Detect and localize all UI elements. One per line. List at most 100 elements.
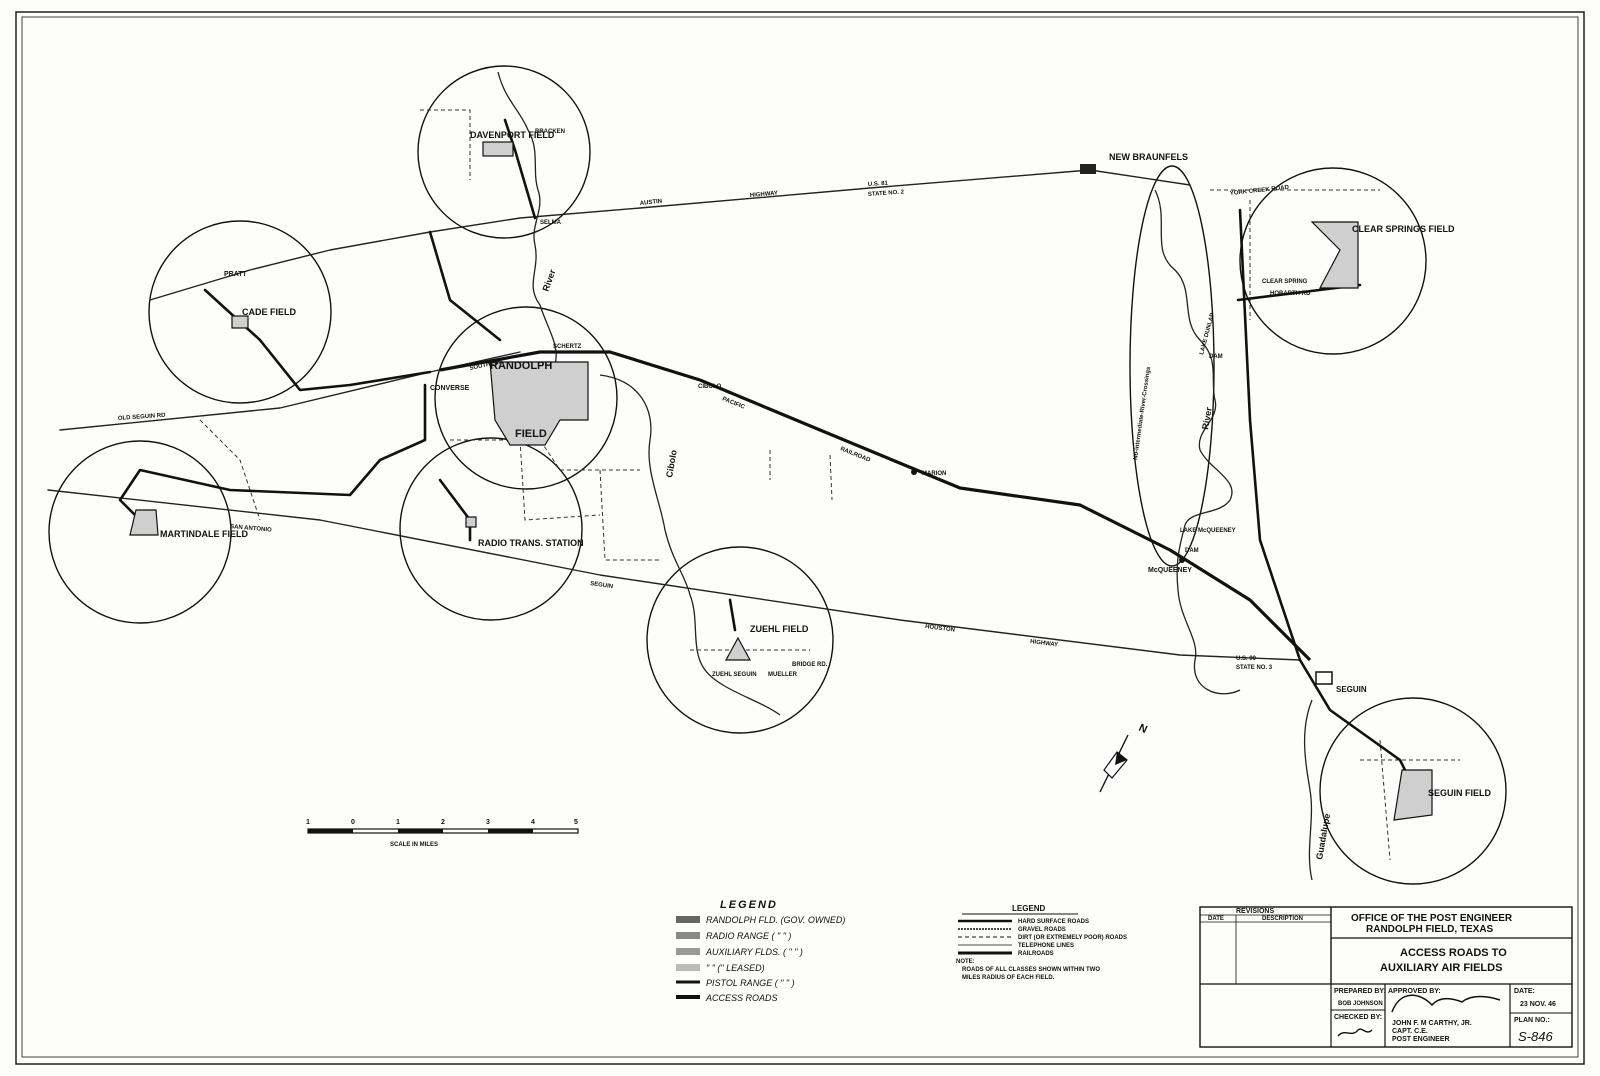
legend-gravel: GRAVEL ROADS [1018,927,1066,933]
legend-item-auxiliary: AUXILIARY FLDS. ( " " ) [705,947,803,957]
seguin-radius [1319,697,1507,885]
selma-randolph-road [428,230,502,342]
office-line-1: OFFICE OF THE POST ENGINEER [1351,913,1513,924]
seguin-town-label: SEGUIN [1336,685,1367,694]
davenport-label: DAVENPORT FIELD [470,130,555,140]
york-creek-label: YORK CREEK ROAD [1230,185,1290,197]
seguin-road-label: SEGUIN [590,581,614,590]
san-antonio-label: SAN ANTONIO [230,524,272,534]
lake-mcqueeney-label: LAKE McQUEENEY [1180,528,1236,534]
drawing-title-line-1: ACCESS ROADS TO [1400,947,1507,959]
legend-telephone: TELEPHONE LINES [1018,943,1074,949]
zuehl-access-road [728,598,737,632]
zuehl-radius [646,546,834,734]
pratt-label: PRATT [224,271,248,278]
cade-radius [148,220,332,404]
legend-item-radio: RADIO RANGE ( " " ) [706,931,791,941]
us90-label: U.S. 90 [1236,656,1257,662]
austin-highway [149,169,1191,301]
cade-access-road [203,288,432,392]
outer-border [15,11,1585,1065]
schertz-label: SCHERTZ [553,344,582,350]
highway2-label: HIGHWAY [1030,639,1059,648]
randolph-field-label: FIELD [515,428,547,440]
scale-tick-1: 1 [396,819,400,826]
guadalupe-river-lower [1303,699,1313,881]
checked-by-signature [1337,1028,1373,1037]
converse-label: CONVERSE [430,385,470,392]
scale-tick-4: 4 [531,819,535,826]
mcqueeney-label: McQUEENEY [1148,567,1192,574]
zuehl-field-marker [724,636,752,661]
us81-label: U.S. 81 [868,181,889,188]
old-seguin-label: OLD SEGUIN RD [118,413,167,422]
davenport-access-road [503,118,537,220]
state2-label: STATE NO. 2 [868,189,905,198]
title-block: REVISIONS DATE DESCRIPTION OFFICE OF THE… [1199,906,1573,1048]
seguin-field-marker [1393,769,1433,821]
mcqueeney-town-marker [1179,557,1185,563]
seguin-houston-highway [47,489,1301,661]
clear-springs-radius [1239,167,1427,355]
legend-swatch-leased [676,964,700,971]
seguin-town-marker [1315,671,1333,685]
radio-station-radius [399,437,583,621]
legend-item-access: ACCESS ROADS [705,993,778,1003]
state3-label: STATE NO. 3 [1236,665,1273,671]
dam1-label: DAM [1209,354,1223,360]
plan-no-value: S-846 [1518,1029,1553,1044]
legend-item-randolph: RANDOLPH FLD. (GOV. OWNED) [706,915,845,925]
marion-town-marker [911,469,917,475]
highway-road-label: HIGHWAY [750,191,779,199]
cibolo-town-label: CIBOLO [698,384,722,390]
bridge-rd-label: BRIDGE RD. [792,662,828,668]
prepared-by-label: PREPARED BY: [1334,988,1386,995]
approved-by-rank: CAPT. C.E. [1392,1028,1428,1035]
guadalupe-label: Guadalupe [1314,813,1332,861]
legend-left-title: LEGEND [720,899,778,911]
new-braunfels-town-marker [1080,164,1096,174]
clear-springs-field-marker [1310,221,1359,289]
airfields [129,141,1433,821]
davenport-radius [417,65,591,239]
river-east-label: River [1200,406,1214,430]
martindale-access-road [118,383,427,522]
legend-dirt: DIRT (OR EXTREMELY POOR) ROADS [1018,935,1127,941]
marion-label: MARION [922,471,946,477]
highway-46-east [1238,208,1302,662]
selma-label: SELMA [540,220,562,226]
clear-springs-label: CLEAR SPRINGS FIELD [1352,224,1455,234]
legend-left: LEGEND RANDOLPH FLD. (GOV. OWNED) RADIO … [676,899,845,1003]
date-value: 23 NOV. 46 [1520,1001,1556,1008]
rivers [497,71,1313,881]
randolph-label: RANDOLPH [490,360,552,372]
revisions-description-col: DESCRIPTION [1262,916,1303,922]
cade-label: CADE FIELD [242,307,297,317]
randolph-field-marker [489,361,589,446]
approved-by-label: APPROVED BY: [1388,988,1441,995]
scale-bar: 1 0 1 2 3 4 5 SCALE IN MILES [306,819,579,848]
legend-right-title: LEGEND [1012,904,1046,913]
prepared-by-name: BOB JOHNSON [1338,1001,1383,1007]
radio-station-access-road [438,478,472,542]
radio-station-marker [465,516,477,528]
bracken-label: BRACKEN [535,129,565,135]
martindale-label: MARTINDALE FIELD [160,529,248,539]
davenport-field-marker [482,141,514,157]
legend-note-head: NOTE: [956,959,975,965]
scale-tick-2: 2 [441,819,445,826]
office-line-2: RANDOLPH FIELD, TEXAS [1366,924,1494,935]
southern-pacific-railroad [439,350,1312,662]
legend-hard-surface: HARD SURFACE ROADS [1018,919,1089,925]
approved-by-title: POST ENGINEER [1392,1036,1450,1043]
crossings-note: No-intermediate-River-Crossings [1133,366,1152,461]
legend-note-line1: ROADS OF ALL CLASSES SHOWN WITHIN TWO [962,967,1100,973]
legend-note-line2: MILES RADIUS OF EACH FIELD. [962,975,1055,981]
revisions-label: REVISIONS [1236,908,1274,915]
new-braunfels-label: NEW BRAUNFELS [1109,152,1188,162]
river-upper-label: River [540,268,557,293]
cade-field-marker [231,315,249,329]
legend-item-leased: " " (" LEASED) [706,963,765,973]
